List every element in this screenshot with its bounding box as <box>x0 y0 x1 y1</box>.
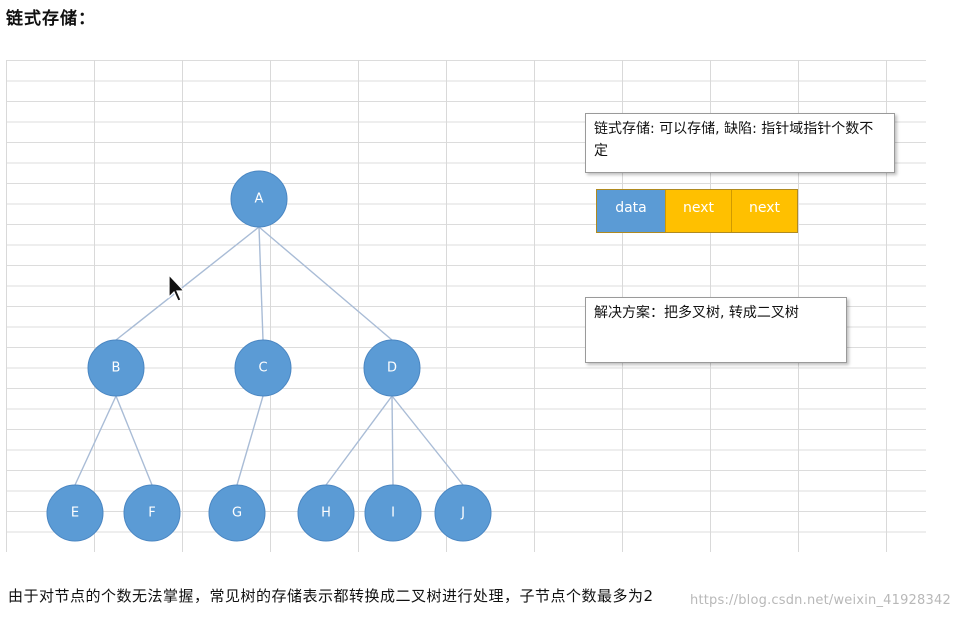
tree-node-B: B <box>87 339 145 397</box>
tree-node-H: H <box>297 484 355 542</box>
edge-A-C <box>258 226 264 341</box>
tree-node-E: E <box>46 484 104 542</box>
node-label-H: H <box>321 506 331 521</box>
edge-B-F <box>115 395 153 486</box>
solution-note: 解决方案：把多叉树, 转成二叉树 <box>585 297 847 363</box>
watermark: https://blog.csdn.net/weixin_41928342 <box>690 593 951 608</box>
edge-D-H <box>325 395 393 486</box>
tree-node-D: D <box>363 339 421 397</box>
node-circle-E <box>46 484 104 542</box>
linked-storage-note: 链式存储: 可以存储, 缺陷: 指针域指针个数不定 <box>585 113 895 173</box>
tree-node-G: G <box>208 484 266 542</box>
node-circle-J <box>434 484 492 542</box>
node-circle-B <box>87 339 145 397</box>
section-heading: 链式存储： <box>6 9 96 29</box>
node-label-E: E <box>71 506 79 521</box>
tree-node-A: A <box>230 170 288 228</box>
node-label-G: G <box>232 506 242 521</box>
edge-D-J <box>391 395 464 486</box>
node-structure: data next next <box>596 189 798 233</box>
node-label-F: F <box>148 506 155 521</box>
tree-node-I: I <box>364 484 422 542</box>
node-circle-D <box>363 339 421 397</box>
node-label-D: D <box>387 361 397 376</box>
node-circle-A <box>230 170 288 228</box>
edge-A-D <box>258 226 393 341</box>
tree-node-F: F <box>123 484 181 542</box>
tree-node-C: C <box>234 339 292 397</box>
node-label-A: A <box>255 192 264 207</box>
node-circle-C <box>234 339 292 397</box>
mouse-cursor-icon <box>168 274 186 302</box>
node-circle-F <box>123 484 181 542</box>
node-label-J: J <box>460 506 465 521</box>
node-circle-H <box>297 484 355 542</box>
next-cell-1: next <box>665 190 731 232</box>
next-cell-2: next <box>731 190 797 232</box>
data-cell: data <box>597 190 665 232</box>
node-label-C: C <box>258 361 267 376</box>
tree-nodes: A B C D E F G H I J <box>46 170 492 542</box>
node-circle-G <box>208 484 266 542</box>
node-circle-I <box>364 484 422 542</box>
edge-C-G <box>236 395 264 486</box>
node-label-B: B <box>112 361 121 376</box>
edge-A-B <box>115 226 260 341</box>
tree-node-J: J <box>434 484 492 542</box>
node-label-I: I <box>391 506 395 521</box>
caption-text: 由于对节点的个数无法掌握，常见树的存储表示都转换成二叉树进行处理，子节点个数最多… <box>8 587 654 605</box>
tree-edges <box>74 226 464 486</box>
edge-D-I <box>391 395 394 486</box>
edge-B-E <box>74 395 117 486</box>
